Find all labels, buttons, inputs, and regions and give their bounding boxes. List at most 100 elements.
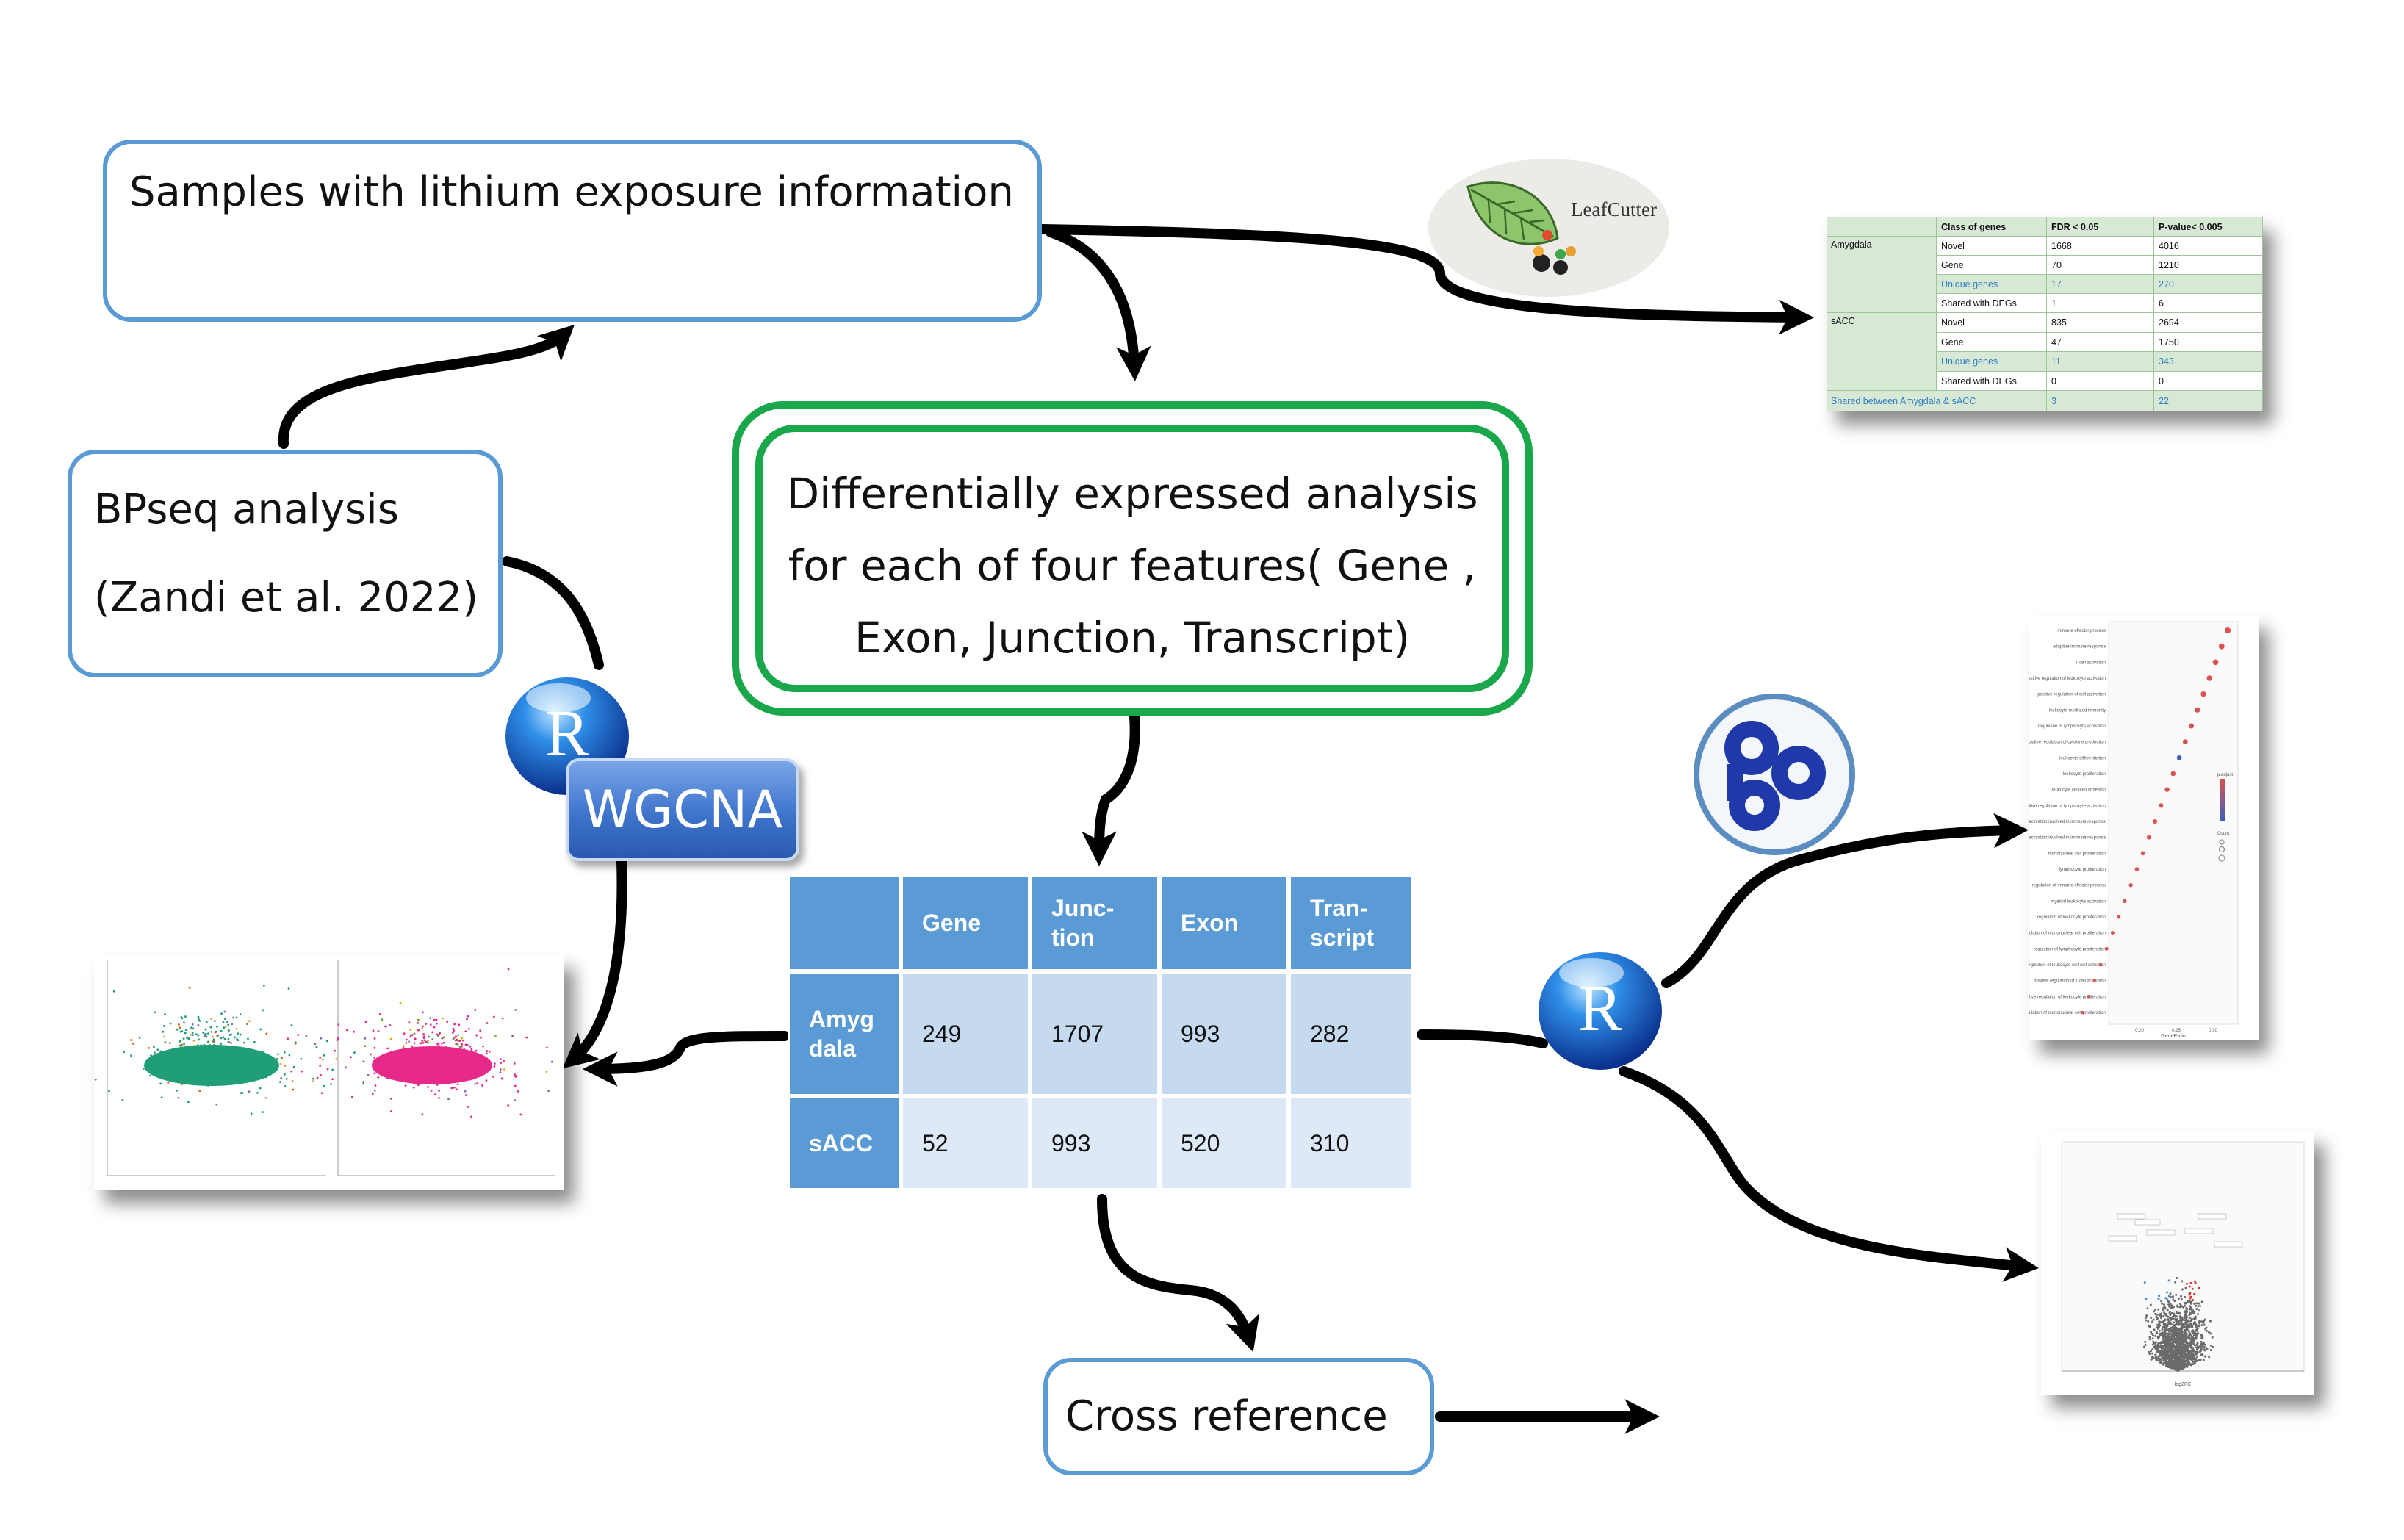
arrow-samples-to-dea	[1046, 227, 1151, 382]
scatter-point	[422, 1033, 425, 1035]
volcano-point	[2209, 1332, 2212, 1335]
volcano-point	[2187, 1345, 2189, 1348]
volcano-point	[2171, 1323, 2174, 1326]
scatter-point	[493, 1062, 496, 1065]
volcano-point	[2159, 1324, 2162, 1327]
scatter-point	[262, 1009, 264, 1012]
scatter-point	[183, 1021, 185, 1024]
volcano-point	[2173, 1336, 2176, 1339]
scatter-point	[243, 1041, 245, 1044]
scatter-point	[183, 1043, 185, 1046]
scatter-point	[458, 1046, 461, 1048]
scatter-point	[262, 1111, 264, 1113]
volcano-point	[2151, 1348, 2154, 1351]
scatter-point	[320, 1092, 323, 1095]
scatter-point	[514, 1099, 517, 1102]
arrow-table-to-crossref	[1097, 1194, 1260, 1353]
volcano-point	[2152, 1318, 2155, 1321]
leafcutter-results-table: Class of genes FDR < 0.05 P-value< 0.005…	[1827, 217, 2263, 411]
volcano-point	[2184, 1350, 2187, 1353]
volcano-point	[2190, 1330, 2193, 1333]
volcano-point	[2154, 1346, 2157, 1349]
volcano-point	[2176, 1369, 2179, 1372]
volcano-point	[2156, 1313, 2159, 1316]
scatter-point	[230, 1042, 232, 1044]
volcano-point	[2171, 1348, 2174, 1351]
scatter-point	[315, 1046, 318, 1048]
volcano-point	[2172, 1353, 2175, 1356]
scatter-point	[439, 1032, 441, 1035]
scatter-point	[191, 1023, 194, 1026]
scatter-point	[464, 1094, 467, 1096]
scatter-point	[164, 1041, 167, 1044]
scatter-point	[138, 1037, 141, 1039]
volcano-point	[2151, 1352, 2154, 1355]
main-results-table: Gene Junc- tion Exon Tran- script Amyg d…	[788, 874, 1414, 1190]
volcano-point	[2192, 1334, 2195, 1336]
scatter-point	[181, 1083, 184, 1086]
scatter-point	[185, 1037, 188, 1039]
volcano-point	[2195, 1352, 2198, 1355]
volcano-point	[2187, 1361, 2190, 1364]
volcano-point	[2198, 1302, 2200, 1305]
scatter-point	[345, 1029, 348, 1032]
volcano-point	[2190, 1353, 2193, 1356]
scatter-point	[237, 1032, 240, 1035]
go-term-label: positive regulation of mononuclear cell …	[2029, 1011, 2106, 1015]
volcano-point	[2197, 1312, 2200, 1315]
lc-cell: Unique genes	[1937, 275, 2047, 294]
volcano-point	[2197, 1305, 2200, 1308]
volcano-point	[2154, 1353, 2157, 1356]
leafcutter-logo-text: LeafCutter	[1571, 198, 1657, 220]
scatter-point	[207, 1032, 209, 1035]
scatter-point	[422, 1011, 424, 1014]
go-dot	[2128, 882, 2133, 888]
scatter-point	[389, 1024, 392, 1026]
scatter-point	[323, 1054, 325, 1057]
scatter-point	[220, 1042, 223, 1045]
scatter-point	[226, 1021, 228, 1023]
volcano-point	[2195, 1323, 2198, 1326]
volcano-point	[2155, 1359, 2158, 1361]
volcano-point	[2189, 1363, 2192, 1366]
scatter-point	[486, 1050, 489, 1052]
scatter-point	[291, 1079, 294, 1082]
scatter-point	[197, 1034, 200, 1037]
volcano-point	[2148, 1325, 2151, 1328]
scatter-point	[373, 1072, 376, 1075]
scatter-point	[176, 1028, 179, 1031]
scatter-point	[188, 986, 191, 989]
volcano-point	[2184, 1287, 2187, 1289]
volcano-point	[2208, 1356, 2211, 1359]
volcano-point	[2159, 1313, 2162, 1316]
volcano-point	[2195, 1315, 2198, 1318]
volcano-point	[2164, 1329, 2167, 1332]
scatter-point	[204, 1033, 206, 1035]
scatter-point	[470, 1115, 472, 1118]
go-legend-padj: p.adjust	[2217, 773, 2233, 777]
scatter-point	[232, 1016, 234, 1019]
volcano-point	[2163, 1303, 2166, 1306]
arrow-r-to-go	[1661, 813, 2029, 988]
volcano-point	[2159, 1345, 2162, 1348]
volcano-point	[2184, 1364, 2187, 1367]
volcano-point	[2180, 1321, 2183, 1324]
scatter-point	[372, 1029, 375, 1032]
scatter-point	[377, 1030, 380, 1033]
scatter-point	[369, 1053, 372, 1056]
scatter-point	[121, 1098, 124, 1101]
volcano-point	[2176, 1346, 2179, 1349]
volcano-point	[2189, 1325, 2192, 1328]
scatter-point	[461, 1043, 464, 1046]
scatter-point	[467, 1027, 470, 1030]
scatter-point	[458, 1023, 461, 1026]
scatter-point	[492, 1015, 495, 1018]
scatter-point	[312, 1077, 314, 1080]
scatter-point	[425, 1023, 428, 1025]
scatter-point	[458, 1040, 461, 1043]
volcano-point	[2201, 1346, 2204, 1349]
scatter-point	[408, 1021, 411, 1023]
volcano-point	[2147, 1320, 2150, 1323]
volcano-point	[2173, 1339, 2176, 1342]
go-term-label: regulation of immune effector process	[2032, 884, 2106, 888]
